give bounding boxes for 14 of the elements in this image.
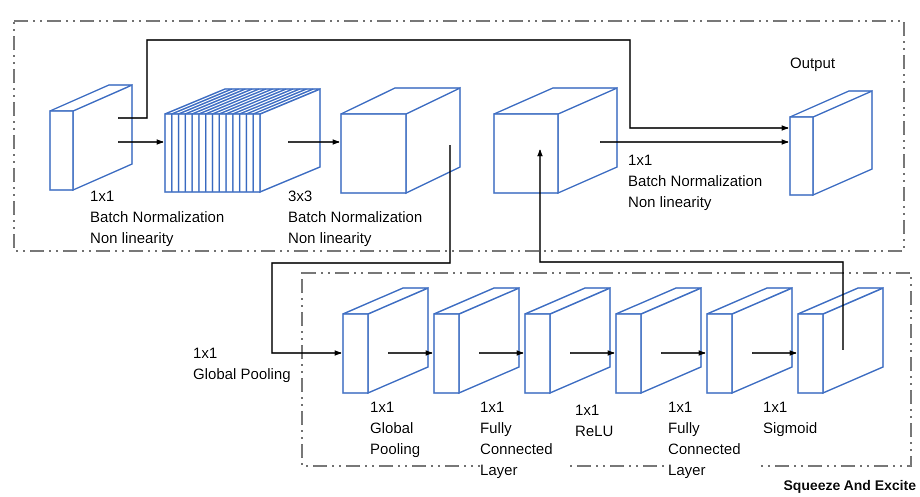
arrow bbox=[600, 139, 789, 145]
arrow bbox=[537, 149, 844, 350]
layer-caption: 1x1 bbox=[193, 344, 218, 364]
arrow bbox=[118, 139, 164, 145]
arrow bbox=[570, 350, 615, 356]
arrow bbox=[752, 350, 797, 356]
arrow bbox=[288, 139, 340, 145]
arrow bbox=[661, 350, 706, 356]
arrow bbox=[388, 350, 433, 356]
arrow bbox=[118, 39, 789, 131]
layer-caption: Global Pooling bbox=[193, 365, 291, 385]
arrow bbox=[271, 145, 451, 356]
group-title: Squeeze And Excite bbox=[783, 477, 916, 493]
arrow bbox=[479, 350, 524, 356]
